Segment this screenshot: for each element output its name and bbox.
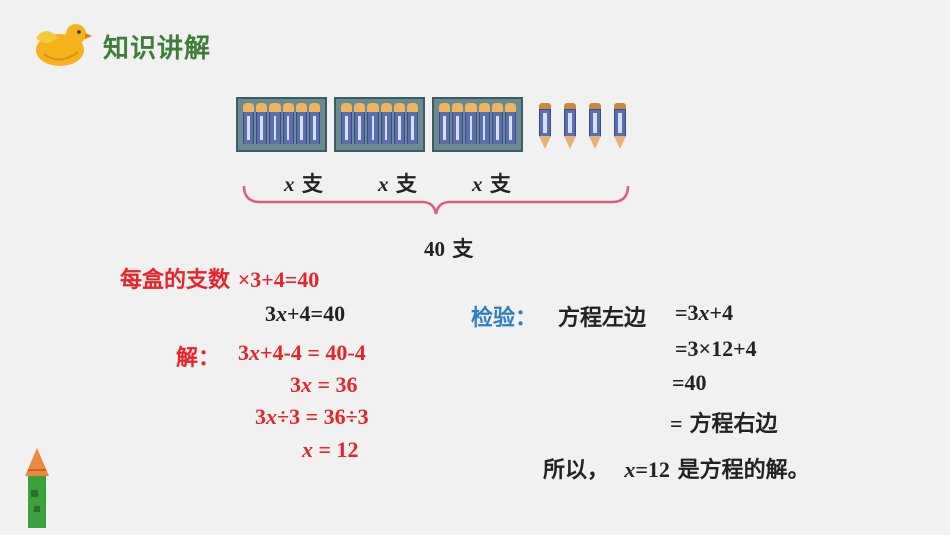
bird-logo-icon [36,24,92,66]
solution-step: x = 12 [302,437,359,462]
check-line: =40 [672,370,707,395]
box-label: x 支 [378,172,417,196]
solution-step: 3x÷3 = 36÷3 [255,404,369,429]
pencil-box [334,97,425,152]
page-title: 知识讲解 [103,34,212,64]
pencil-icon [564,103,576,149]
pencil-box [236,97,327,152]
solution-label: 解： [176,346,221,371]
check-label: 检验： [471,306,538,331]
pencil-icon [539,103,551,149]
box-label: x 支 [472,172,511,196]
conclusion: 所以， x=12 是方程的解。 [543,457,810,483]
check-line: =3x+4 [675,300,734,325]
equation-line: 3x+4=40 [265,301,346,326]
solution-step: 3x = 36 [290,372,358,397]
check-line: =3×12+4 [675,336,757,361]
solution-step: 3x+4-4 = 40-4 [238,340,366,365]
check-right: = 方程右边 [670,411,778,437]
check-left-text: 方程左边 [558,306,647,331]
equation-words: 每盒的支数 ×3+4=40 [120,267,320,293]
curly-brace [242,185,630,215]
pencil-box [432,97,523,152]
total-label: 40 支 [424,237,474,261]
pencil-icon [589,103,601,149]
pencil-icon [614,103,626,149]
tower-icon [25,448,49,528]
box-label: x 支 [284,172,323,196]
